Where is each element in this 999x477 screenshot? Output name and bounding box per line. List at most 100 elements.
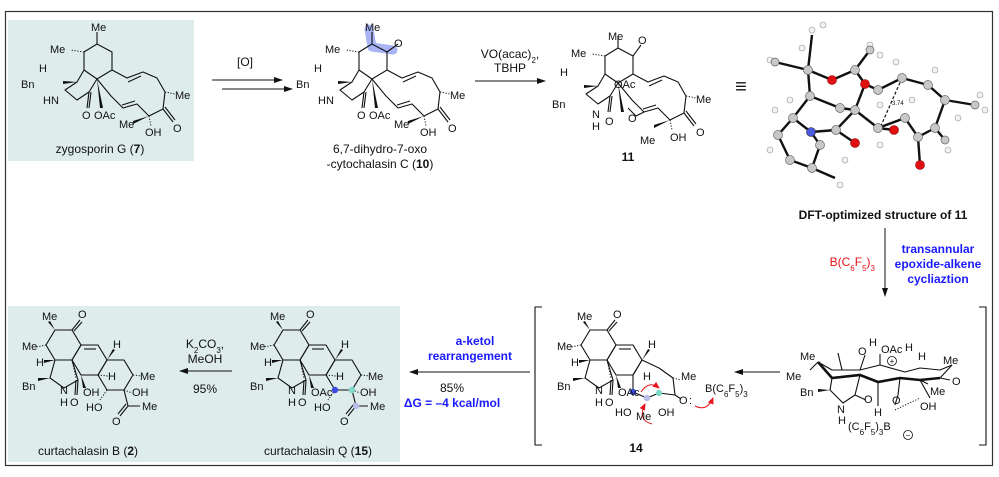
atom-label: H bbox=[869, 337, 877, 349]
atom-label: (C6F5)3B bbox=[848, 421, 891, 437]
atom-label: Bn bbox=[250, 381, 263, 393]
atom-label: OAc bbox=[618, 387, 640, 399]
atom-label: OAc bbox=[881, 344, 903, 356]
atom-label: H bbox=[560, 67, 568, 79]
atom-label: OH bbox=[145, 127, 162, 139]
atom-label: Me bbox=[91, 22, 106, 34]
atom-label: H bbox=[592, 121, 600, 133]
atom-label: Me bbox=[636, 411, 651, 423]
dft-3d-model: 3.74 bbox=[766, 21, 989, 189]
dft-caption: DFT-optimized structure of 11 bbox=[799, 208, 968, 222]
atom-label: Me bbox=[696, 94, 711, 106]
atom-label: Me bbox=[943, 355, 958, 367]
atom-label: Me bbox=[800, 351, 815, 363]
atom-label: Bn bbox=[21, 79, 34, 91]
atom-highlight bbox=[352, 402, 360, 410]
free-energy-label: ΔG = –4 kcal/mol bbox=[404, 396, 500, 410]
equivalence-symbol: ≡ bbox=[735, 76, 747, 98]
compound-11: Me O Me H Bn N H O OAc O Me OH O Me bbox=[552, 31, 711, 147]
atom-label: O bbox=[605, 116, 614, 128]
atom-label: H bbox=[36, 357, 44, 369]
atom-label: N bbox=[595, 385, 603, 397]
atom-label: O bbox=[82, 110, 91, 122]
bracket-left bbox=[534, 306, 542, 446]
atom-label: Me bbox=[450, 90, 465, 102]
compound-name-2: curtachalasin B (2) bbox=[38, 444, 138, 458]
atom-label: H bbox=[905, 342, 913, 354]
atom-label: HO bbox=[86, 402, 103, 414]
base-reagent: K2CO3, bbox=[186, 337, 224, 355]
atom-label: O bbox=[628, 113, 637, 125]
atom-label: H bbox=[113, 339, 121, 351]
atom-label: H bbox=[918, 351, 926, 363]
epoxidation-reagent: VO(acac)2, bbox=[481, 47, 539, 65]
atom-label: H bbox=[643, 371, 651, 383]
atom-label: Me bbox=[368, 371, 383, 383]
atom-label: OH bbox=[132, 387, 149, 399]
compound-curtachalasin-q: Me O Me H Bn N H O OAc H H Me OH HO Me O bbox=[250, 309, 385, 428]
atom-label: O bbox=[173, 123, 182, 135]
compound-curtachalasin-b: Me O Me H Bn N H O OH H H Me OH HO Me O bbox=[22, 309, 157, 428]
atom-label: Bn bbox=[557, 381, 570, 393]
cationic-intermediate: Me O H OAc H H Me O Me Bn N H O H O OH M… bbox=[786, 337, 961, 440]
atom-label: Me bbox=[325, 44, 340, 56]
compound-10: Me O Me H Bn HN O OAc Me OH O Me bbox=[296, 22, 465, 139]
atom-label: Me bbox=[22, 341, 37, 353]
atom-label: Bn bbox=[800, 387, 813, 399]
atom-label: OAc bbox=[311, 387, 333, 399]
atom-label: OAc bbox=[614, 79, 636, 91]
yield-label: 95% bbox=[193, 382, 217, 396]
compound-name-10: 6,7-dihydro-7-oxo bbox=[333, 142, 427, 156]
atom-label: H bbox=[341, 339, 349, 351]
atom-label: OH bbox=[658, 407, 675, 419]
atom-label: O bbox=[679, 395, 688, 407]
atom-label: O bbox=[892, 395, 901, 407]
atom-label: Bn bbox=[552, 99, 565, 111]
atom-label: Me bbox=[365, 22, 380, 34]
atom-label: OH bbox=[920, 401, 937, 413]
borane-label: B(C6F5)3 bbox=[705, 383, 748, 399]
atom-label: N bbox=[592, 109, 600, 121]
atom-label: HO bbox=[615, 407, 632, 419]
atom-label: O bbox=[394, 38, 403, 50]
atom-label: Me bbox=[119, 119, 134, 131]
atom-label: O bbox=[306, 309, 315, 321]
bracket-right bbox=[979, 306, 987, 446]
atom-label: H bbox=[336, 371, 344, 383]
atom-label: O bbox=[613, 309, 622, 321]
solvent-label: MeOH bbox=[188, 352, 223, 366]
atom-label: Me bbox=[175, 90, 190, 102]
atom-label: HO bbox=[314, 402, 331, 414]
atom-label: Me bbox=[786, 371, 801, 383]
atom-label: OH bbox=[360, 387, 377, 399]
atom-label: H bbox=[288, 397, 296, 409]
atom-label: O bbox=[298, 397, 307, 409]
atom-label: OH bbox=[670, 132, 687, 144]
distance-label: 3.74 bbox=[892, 101, 904, 107]
atom-label: OH bbox=[83, 387, 100, 399]
panel-zygosporin bbox=[8, 20, 194, 161]
atom-highlight bbox=[655, 389, 663, 397]
atom-label: Me bbox=[250, 341, 265, 353]
atom-label: N bbox=[60, 385, 68, 397]
atom-label: Bn bbox=[296, 79, 309, 91]
atom-label: Me bbox=[577, 311, 592, 323]
electron-push-arrow bbox=[640, 381, 660, 393]
atom-label: Me bbox=[42, 311, 57, 323]
atom-label: OAc bbox=[94, 110, 116, 122]
compound-number-11: 11 bbox=[622, 150, 635, 164]
atom-highlight bbox=[629, 388, 637, 396]
lone-pair: : bbox=[689, 395, 692, 407]
oxidation-reagent: [O] bbox=[237, 55, 253, 69]
mechanism-annotation: epoxide-alkene bbox=[895, 257, 982, 271]
negative-charge-icon bbox=[903, 430, 913, 440]
atom-label: H bbox=[39, 63, 47, 75]
atom-label: H bbox=[571, 357, 579, 369]
atom-highlight bbox=[331, 386, 339, 394]
atom-label: Me bbox=[571, 48, 586, 60]
electron-push-arrow bbox=[694, 397, 714, 409]
atom-label: H bbox=[648, 339, 656, 351]
compound-name-15: curtachalasin Q (15) bbox=[264, 444, 372, 458]
atom-label: H bbox=[314, 63, 322, 75]
compound-number-14: 14 bbox=[629, 441, 643, 455]
